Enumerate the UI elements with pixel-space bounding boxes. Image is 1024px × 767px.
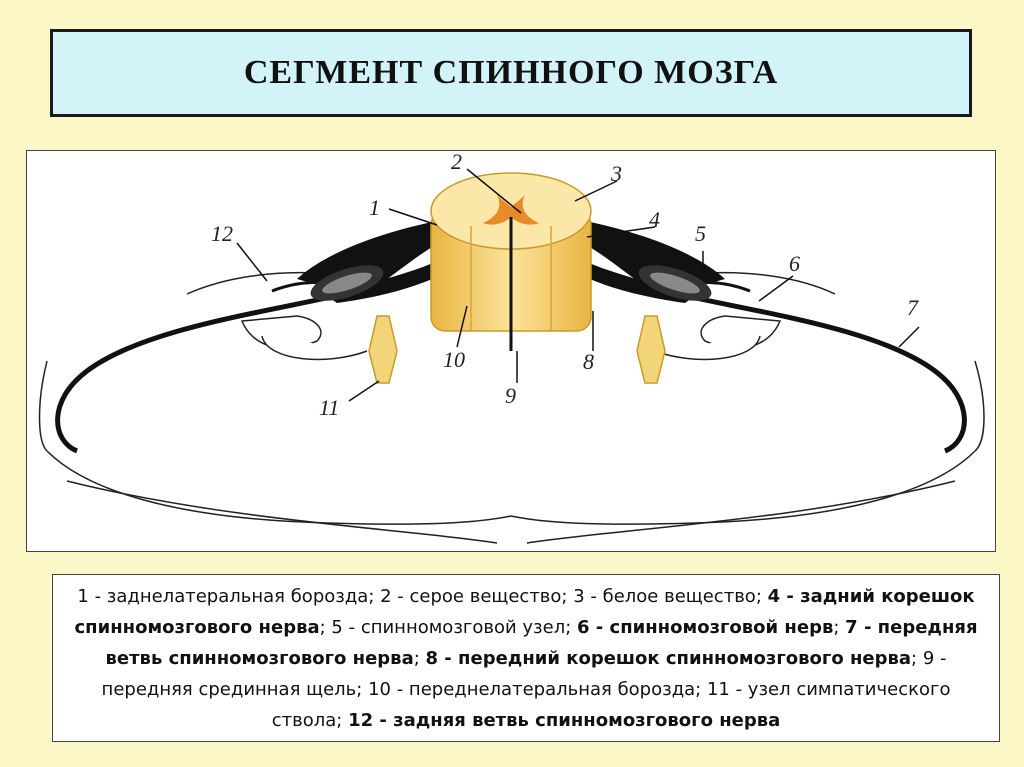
legend-separator: ;: [561, 585, 574, 607]
label-3: 3: [610, 161, 622, 186]
label-9: 9: [505, 383, 516, 408]
legend-box: 1 - заднелатеральная борозда; 2 - серое …: [52, 574, 1000, 742]
spinal-segment-diagram: 1 2 3 4 5 6 7 8 9 10 11 12: [38, 151, 985, 544]
legend-separator: ;: [413, 647, 426, 669]
title-box: СЕГМЕНТ СПИННОГО МОЗГА: [50, 29, 972, 117]
body-wall-outline: [38, 271, 985, 544]
legend-separator: ;: [368, 585, 381, 607]
label-1: 1: [369, 195, 380, 220]
legend-separator: ;: [695, 678, 707, 700]
legend-item-8: 8 - передний корешок спинномозгового нер…: [425, 647, 912, 669]
leader-lines: [236, 168, 920, 402]
legend-separator: ;: [356, 678, 369, 700]
spinal-cord: [430, 172, 592, 351]
label-10: 10: [443, 347, 465, 372]
legend-item-2: 2 - серое вещество: [380, 585, 562, 607]
legend-separator: ;: [911, 647, 923, 669]
legend-item-10: 10 - переднелатеральная борозда: [368, 678, 696, 700]
diagram-labels: 1 2 3 4 5 6 7 8 9 10 11 12: [211, 151, 919, 420]
diagram-panel: 1 2 3 4 5 6 7 8 9 10 11 12: [26, 150, 996, 552]
label-6: 6: [789, 251, 800, 276]
legend-separator: ;: [833, 616, 846, 638]
legend-separator: ;: [336, 709, 349, 731]
label-7: 7: [907, 295, 919, 320]
label-5: 5: [695, 221, 706, 246]
label-2: 2: [451, 151, 462, 174]
legend-item-3: 3 - белое вещество: [573, 585, 756, 607]
label-8: 8: [583, 349, 594, 374]
legend-item-11: 11 - узел симпатического ствола: [271, 678, 951, 731]
legend-item-12: 12 - задняя ветвь спинномозгового нерва: [348, 709, 781, 731]
label-12: 12: [211, 221, 233, 246]
sympathetic-trunk-ganglion: [368, 315, 666, 384]
spinal-ganglion: [310, 265, 712, 301]
sympathetic-rami: [240, 315, 782, 361]
legend-item-7: 7 - передняя ветвь спинномозгового нерва: [105, 616, 978, 669]
legend-item-9: 9 - передняя срединная щель: [101, 647, 947, 700]
legend-separator: ;: [319, 616, 332, 638]
anterior-rami-nerve: [55, 288, 967, 454]
legend-item-4: 4 - задний корешок спинномозгового нерва: [74, 585, 975, 638]
legend-item-1: 1 - заднелатеральная борозда: [77, 585, 369, 607]
legend-item-6: 6 - спинномозговой нерв: [577, 616, 834, 638]
legend-separator: ;: [565, 616, 577, 638]
legend-item-5: 5 - спинномозговой узел: [331, 616, 566, 638]
label-4: 4: [649, 207, 660, 232]
legend-separator: ;: [755, 585, 768, 607]
label-11: 11: [319, 395, 339, 420]
page-title: СЕГМЕНТ СПИННОГО МОЗГА: [243, 54, 779, 91]
legend-text: 1 - заднелатеральная борозда; 2 - серое …: [67, 581, 985, 736]
